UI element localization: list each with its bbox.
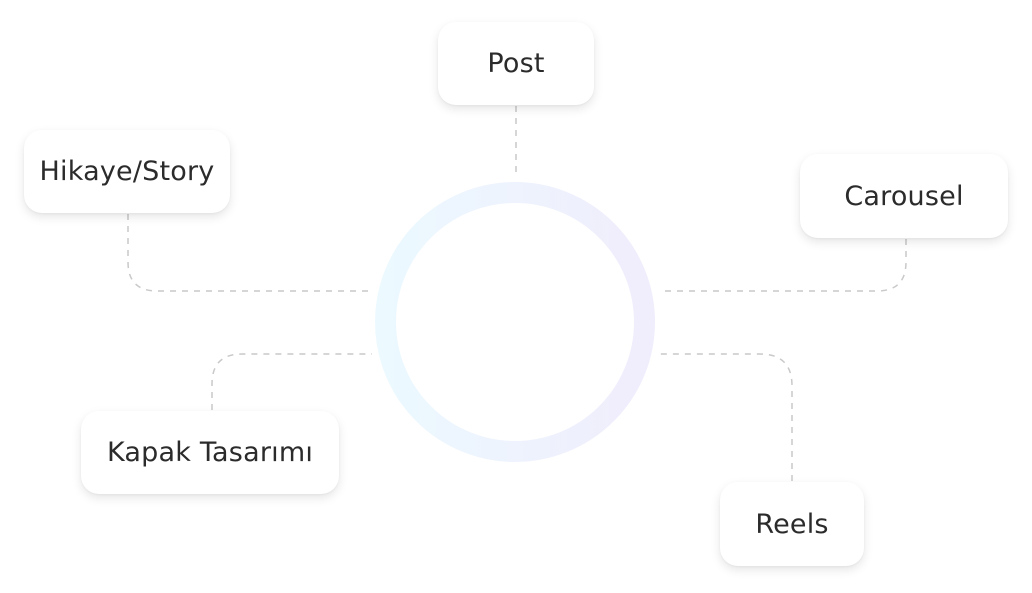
node-post[interactable]: Post — [438, 22, 594, 105]
center-ring — [375, 182, 655, 462]
node-kapak-label: Kapak Tasarımı — [106, 437, 314, 468]
node-reels-label: Reels — [755, 508, 829, 540]
node-hikaye-story[interactable]: Hikaye/Story — [24, 130, 230, 213]
node-carousel[interactable]: Carousel — [800, 154, 1008, 238]
node-kapak-tasarimi[interactable]: Kapak Tasarımı — [81, 411, 339, 494]
node-post-label: Post — [487, 48, 545, 79]
connector-carousel — [660, 239, 907, 292]
connector-kapak — [211, 353, 372, 410]
connectors — [127, 106, 907, 481]
connector-reels — [660, 353, 793, 481]
node-carousel-label: Carousel — [844, 180, 964, 212]
node-reels[interactable]: Reels — [720, 482, 864, 566]
connector-story — [127, 214, 372, 292]
node-story-label: Hikaye/Story — [39, 156, 215, 187]
